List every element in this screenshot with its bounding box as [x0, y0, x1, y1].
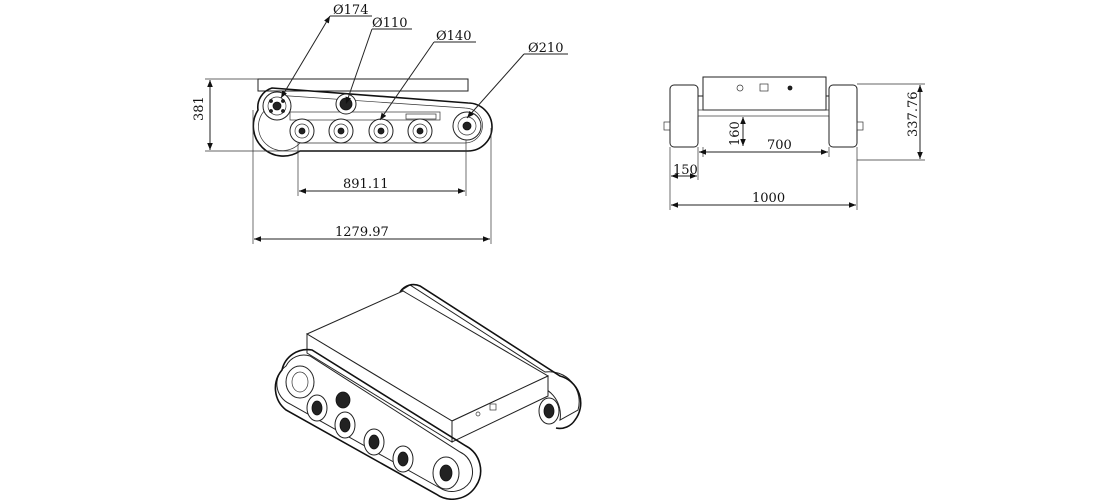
dim-track-width: 150: [673, 163, 698, 178]
track-belt: [252, 87, 493, 157]
isometric-view: [274, 283, 582, 500]
dim-wheel-span: 891.11: [343, 177, 389, 192]
body-front: [702, 76, 827, 111]
road-wheels: [289, 113, 437, 144]
dim-height-side: 381: [192, 96, 207, 121]
dim-inner-width: 700: [767, 138, 792, 153]
drive-sprocket: [262, 91, 292, 121]
side-view: Ø174 Ø110 Ø140 Ø210 381 891.11 1279.97: [192, 3, 568, 244]
dim-overall-width: 1000: [752, 191, 785, 206]
dim-front-idler: Ø210: [528, 41, 563, 56]
dim-support-roller: Ø110: [372, 16, 407, 31]
dim-clearance: 160: [728, 121, 743, 146]
near-track: [276, 354, 473, 492]
front-view: 337.76 160 700 150 1000: [663, 76, 925, 210]
dim-road-wheel: Ø140: [436, 29, 471, 44]
right-track: [828, 84, 858, 148]
left-track: [669, 84, 699, 148]
dim-height-front: 337.76: [906, 92, 921, 138]
body-top-plate: [257, 78, 469, 92]
dim-overall-length: 1279.97: [335, 225, 389, 240]
front-idler: [452, 111, 482, 141]
dim-sprocket: Ø174: [333, 3, 368, 18]
